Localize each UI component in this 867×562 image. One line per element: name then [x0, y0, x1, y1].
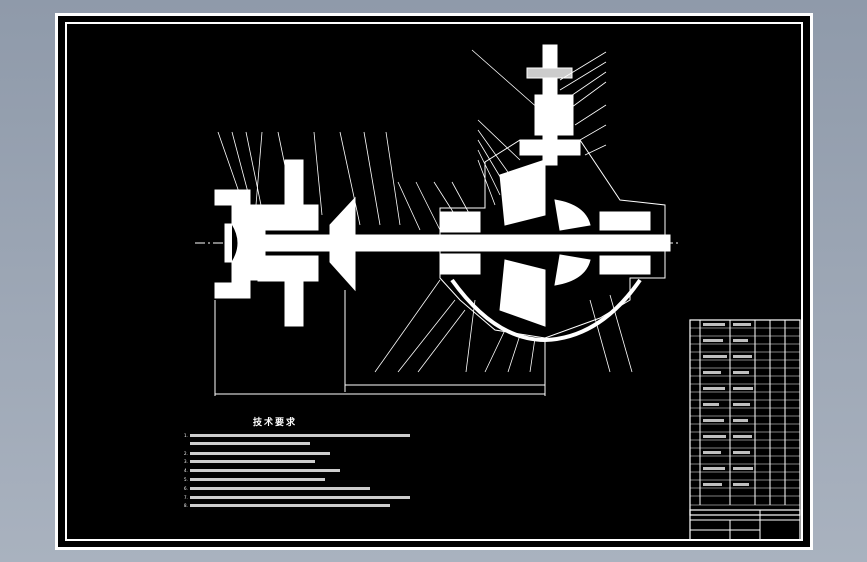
parts-list-rows — [690, 327, 800, 506]
housing-arc — [450, 278, 642, 343]
note-number: 7. — [184, 495, 188, 500]
drawing-sheet — [55, 13, 813, 550]
note-number: 4. — [184, 468, 188, 473]
main-shaft — [249, 234, 671, 252]
title-block — [689, 509, 801, 541]
bracket — [329, 196, 356, 292]
ring-gear — [499, 159, 546, 226]
parts-list-text — [703, 323, 753, 486]
note-number: 1. — [184, 433, 188, 438]
leader-lines — [217, 49, 633, 373]
notes-text-bars — [190, 434, 410, 507]
parts-list — [689, 319, 801, 516]
drawing-frame — [65, 22, 803, 541]
left-bearing — [257, 204, 319, 231]
technical-requirements-title: 技术要求 — [253, 418, 298, 428]
gear-housing — [439, 139, 666, 339]
note-number: 3. — [184, 459, 188, 464]
note-number: 6. — [184, 486, 188, 491]
pinion-gear — [554, 199, 591, 231]
note-number: 2. — [184, 451, 188, 456]
note-number: 5. — [184, 477, 188, 482]
note-number: 8. — [184, 503, 188, 508]
